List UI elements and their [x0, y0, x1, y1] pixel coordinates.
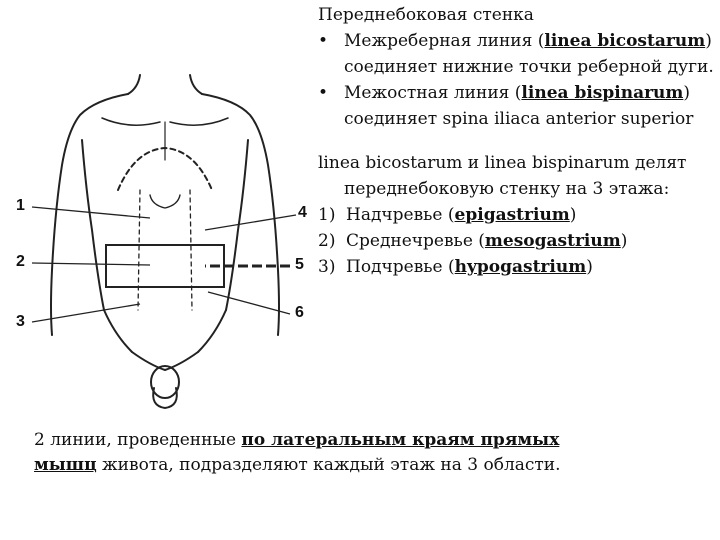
figure-label-6: 6: [295, 304, 304, 321]
floor-text-before: Среднечревье (: [346, 231, 485, 251]
floors-intro: linea bicostarum и linea bispinarum деля…: [318, 150, 718, 202]
note-text-before: 2 линии, проведенные: [34, 430, 242, 450]
note-emphasis-1: по латеральным краям прямых: [241, 430, 560, 450]
floor-text-before: Подчревье (: [346, 257, 455, 277]
bullet-text-before: Межреберная линия (: [344, 31, 545, 51]
figure-label-2: 2: [16, 253, 25, 270]
floor-number: 1): [318, 205, 336, 225]
bullet-mark: •: [318, 31, 329, 51]
regions-note: 2 линии, проведенные по латеральным края…: [34, 428, 694, 478]
bullet-text-after: ) соединяет spina iliaca anterior superi…: [344, 83, 694, 129]
bullet-text-before: Межостная линия (: [344, 83, 522, 103]
intro-line-2: переднебоковую стенку на 3 этажа:: [344, 179, 670, 199]
note-text-after: живота, подразделяют каждый этаж на 3 об…: [96, 455, 561, 475]
floor-text-after: ): [569, 205, 577, 225]
term-epigastrium: epigastrium: [454, 205, 570, 225]
term-hypogastrium: hypogastrium: [454, 257, 587, 277]
text-column: Переднебоковая стенка • Межреберная лини…: [318, 2, 718, 280]
floor-number: 2): [318, 231, 336, 251]
figure-label-4: 4: [298, 204, 307, 221]
floor-text-after: ): [620, 231, 628, 251]
term-linea-bispinarum: linea bispinarum: [521, 83, 684, 103]
term-linea-bicostarum: linea bicostarum: [544, 31, 706, 51]
bullet-bispinarum: • Межостная линия (linea bispinarum) сое…: [318, 80, 718, 132]
floor-number: 3): [318, 257, 336, 277]
section-heading: Переднебоковая стенка: [318, 5, 534, 25]
figure-label-5: 5: [295, 256, 304, 273]
bullet-text-after: ) соединяет нижние точки реберной дуги.: [344, 31, 714, 77]
intro-line-1: linea bicostarum и linea bispinarum деля…: [318, 153, 687, 173]
figure-label-1: 1: [16, 197, 25, 214]
bullet-mark: •: [318, 83, 329, 103]
torso-diagram: 1 2 3 4 5 6: [0, 70, 315, 430]
floor-item-epigastrium: 1) Надчревье (epigastrium): [318, 202, 718, 228]
floor-item-hypogastrium: 3) Подчревье (hypogastrium): [318, 254, 718, 280]
torso-outline-drawing: [31, 74, 297, 409]
floor-text-before: Надчревье (: [346, 205, 455, 225]
bullet-bicostarum: • Межреберная линия (linea bicostarum) с…: [318, 28, 718, 80]
note-emphasis-2: мышц: [34, 455, 97, 475]
floor-item-mesogastrium: 2) Среднечревье (mesogastrium): [318, 228, 718, 254]
floor-text-after: ): [586, 257, 593, 277]
figure-label-3: 3: [16, 313, 25, 330]
term-mesogastrium: mesogastrium: [484, 231, 621, 251]
